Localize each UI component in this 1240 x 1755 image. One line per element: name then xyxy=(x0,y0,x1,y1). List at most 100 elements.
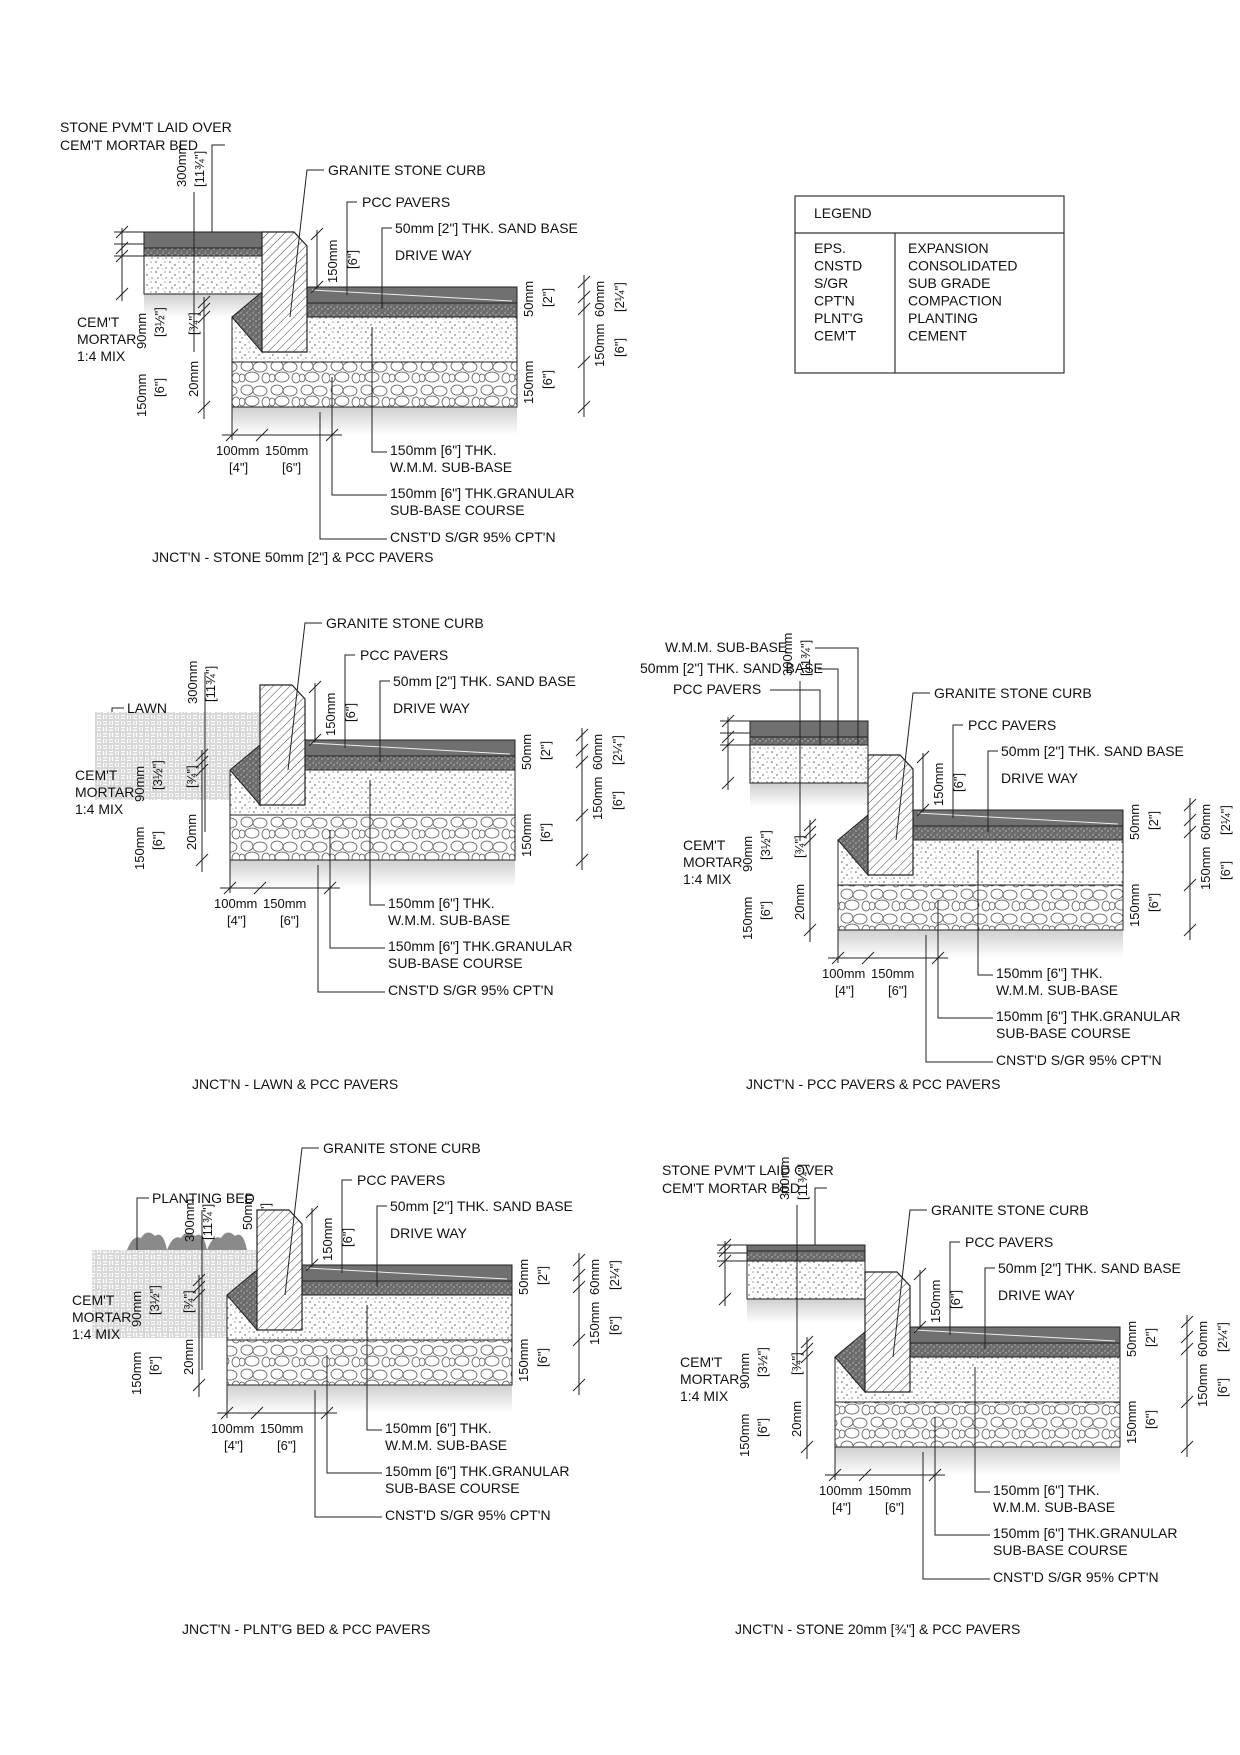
dim-4in: [4"] xyxy=(227,913,246,928)
label-granular-1: 150mm [6"] THK.GRANULAR xyxy=(390,485,574,501)
leader-line xyxy=(341,1179,352,1273)
dim-6in: [6"] xyxy=(610,791,625,810)
dim-100mm: 100mm xyxy=(211,1421,254,1436)
dimension-tick xyxy=(308,733,322,747)
dim-90mm: 90mm xyxy=(129,1291,144,1327)
dimension-tick xyxy=(575,755,589,769)
dimension-tick xyxy=(928,1468,942,1482)
paver-highlight xyxy=(311,289,513,302)
dim-6in: [6"] xyxy=(343,703,358,722)
label-wmm-1: 150mm [6"] THK. xyxy=(996,965,1103,981)
granite-curb xyxy=(256,1209,303,1331)
label-sand-base: 50mm [2"] THK. SAND BASE xyxy=(395,220,578,236)
dim-100mm: 100mm xyxy=(214,896,257,911)
dim-2-quarter-in: [2¼"] xyxy=(607,1260,622,1290)
dim-6in: [6"] xyxy=(282,460,301,475)
dim-3-quarter-in: [¾"] xyxy=(186,312,201,335)
dimension-tick xyxy=(913,1267,927,1281)
dim-90mm: 90mm xyxy=(132,766,147,802)
label-pcc-pavers: PCC PAVERS xyxy=(968,717,1056,733)
granular-subbase-layer xyxy=(834,1401,1121,1448)
dim-50mm: 50mm xyxy=(240,1194,255,1230)
dim-150mm: 150mm xyxy=(737,1414,752,1457)
dim-4in: [4"] xyxy=(224,1438,243,1453)
dimension-tick xyxy=(800,1350,814,1364)
label-wmm-2: W.M.M. SUB-BASE xyxy=(388,912,510,928)
label-mortar: CEM'T xyxy=(680,1354,723,1370)
dimension-tick xyxy=(800,1440,814,1454)
dimension-tick xyxy=(195,853,209,867)
label-mortar: 1:4 MIX xyxy=(77,348,126,364)
dimension-tick xyxy=(320,1406,334,1420)
dim-2in: [2"] xyxy=(1146,811,1161,830)
dim-11-three-quarter-in: [11¾"] xyxy=(192,151,207,187)
stone-pavement-layer xyxy=(746,1244,866,1252)
label-granular-2: SUB-BASE COURSE xyxy=(388,955,523,971)
dimension-tick xyxy=(192,1280,206,1294)
dimension-tick xyxy=(310,280,324,294)
dim-150mm: 150mm xyxy=(868,1483,911,1498)
dim-3-quarter-in: [¾"] xyxy=(792,835,807,858)
dimension-tick xyxy=(197,295,211,309)
dim-3-half-in: [3½"] xyxy=(150,760,165,790)
dim-6in: [6"] xyxy=(535,1348,550,1367)
dim-150mm: 150mm xyxy=(260,1421,303,1436)
label-mortar: MORTAR xyxy=(72,1309,131,1325)
mortar-bed-layer xyxy=(143,247,263,257)
sand-base-layer xyxy=(909,1342,1121,1358)
dim-60mm: 60mm xyxy=(587,1259,602,1295)
label-stone-pavement: STONE PVM'T LAID OVER xyxy=(60,119,232,135)
dim-2in: [2"] xyxy=(535,1266,550,1285)
dim-6in: [6"] xyxy=(612,338,627,357)
label-stone-pavement: CEM'T MORTAR BED xyxy=(662,1180,800,1196)
leader-line xyxy=(284,1147,319,1296)
dim-100mm: 100mm xyxy=(822,966,865,981)
label-pcc-pavers: PCC PAVERS xyxy=(673,681,761,697)
dim-3-quarter-in: [¾"] xyxy=(184,765,199,788)
label-wmm-2: W.M.M. SUB-BASE xyxy=(993,1499,1115,1515)
label-pcc-pavers: PCC PAVERS xyxy=(965,1234,1053,1250)
dimension-tick xyxy=(115,287,129,301)
dim-150mm: 150mm xyxy=(134,374,149,417)
dimension-tick xyxy=(1180,1330,1194,1344)
leader-line xyxy=(211,144,225,232)
dimension-tick xyxy=(195,755,209,769)
dim-150mm: 150mm xyxy=(1198,847,1213,890)
leader-line xyxy=(369,780,385,906)
dim-6in: [6"] xyxy=(1215,1378,1230,1397)
label-drive-way: DRIVE WAY xyxy=(395,247,473,263)
dim-60mm: 60mm xyxy=(592,281,607,317)
dimension-tick xyxy=(195,763,209,777)
label-wmm-1: 150mm [6"] THK. xyxy=(388,895,495,911)
dimension-tick xyxy=(1183,923,1197,937)
subgrade-layer xyxy=(835,1447,1120,1475)
leader-line xyxy=(331,377,387,496)
legend-abbr: S/GR xyxy=(814,275,848,291)
dim-150mm: 150mm xyxy=(519,814,534,857)
label-sand-base: 50mm [2"] THK. SAND BASE xyxy=(998,1260,1181,1276)
paver-highlight xyxy=(306,1267,508,1280)
dimension-tick xyxy=(577,400,591,414)
dim-150mm: 150mm xyxy=(587,1302,602,1345)
label-wmm-subbase: W.M.M. SUB-BASE xyxy=(665,639,787,655)
dimension-tick xyxy=(1183,825,1197,839)
dim-3-half-in: [3½"] xyxy=(755,1347,770,1377)
leader-line xyxy=(344,654,355,748)
dim-6in: [6"] xyxy=(607,1316,622,1335)
dim-2-quarter-in: [2¼"] xyxy=(612,282,627,312)
legend-abbr: PLNT'G xyxy=(814,310,863,326)
dim-150mm: 150mm xyxy=(132,827,147,870)
dimension-tick xyxy=(1180,1395,1194,1409)
dimension-tick xyxy=(253,881,267,895)
dimension-tick xyxy=(575,743,589,757)
dimension-tick xyxy=(1180,1315,1194,1329)
granite-curb xyxy=(867,754,914,876)
granite-curb xyxy=(261,231,308,353)
label-pcc-pavers: PCC PAVERS xyxy=(357,1172,445,1188)
dim-150mm: 150mm xyxy=(263,896,306,911)
dimension-tick xyxy=(308,680,322,694)
dimension-tick xyxy=(577,302,591,316)
dimension-tick xyxy=(718,1292,732,1306)
dimension-tick xyxy=(1180,1342,1194,1356)
